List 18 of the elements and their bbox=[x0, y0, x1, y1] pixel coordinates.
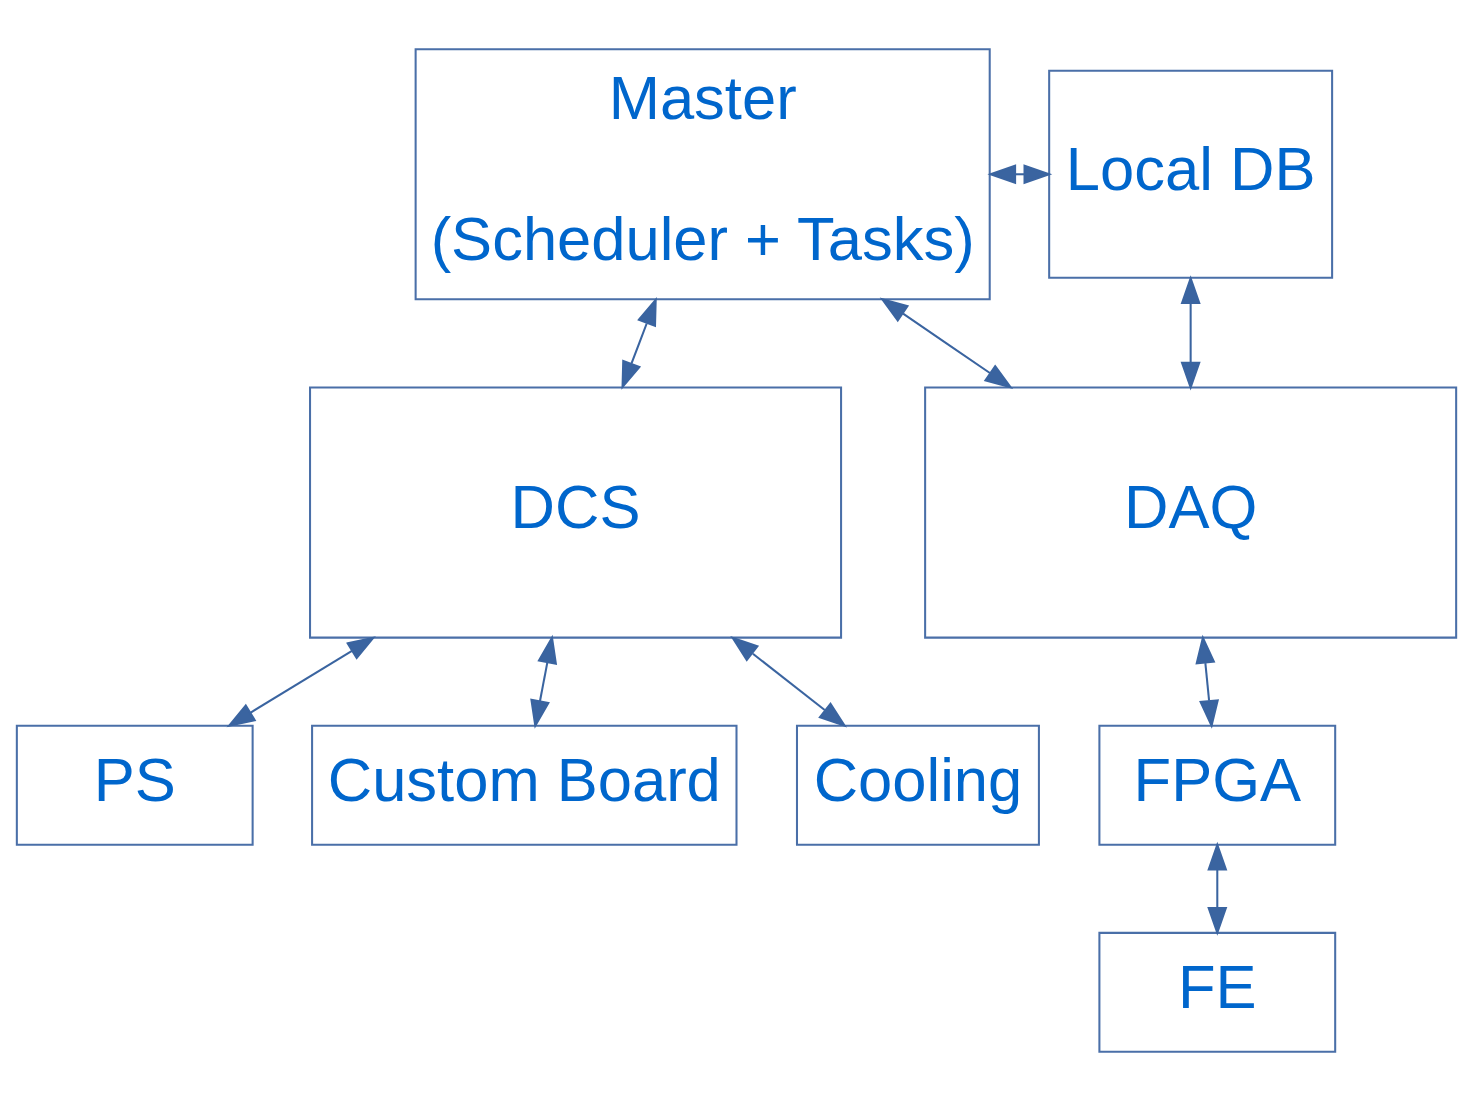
node-box: Custom Board bbox=[311, 724, 738, 846]
node-box: Master (Scheduler + Tasks) bbox=[414, 47, 991, 300]
node-box: Cooling bbox=[795, 724, 1040, 846]
arrow bbox=[1207, 841, 1228, 936]
node-box: Local DB bbox=[1048, 69, 1334, 279]
arrow bbox=[530, 634, 558, 729]
node-box: FPGA bbox=[1098, 724, 1337, 846]
arrow bbox=[879, 297, 1014, 389]
arrow bbox=[1180, 274, 1201, 390]
arrow bbox=[1195, 634, 1220, 729]
arrow bbox=[226, 635, 376, 727]
arrow bbox=[987, 163, 1053, 184]
node-box: PS bbox=[15, 724, 254, 846]
node-box: FE bbox=[1098, 931, 1337, 1053]
node-box: DAQ bbox=[924, 385, 1458, 639]
arrow bbox=[621, 296, 657, 390]
node-box: DCS bbox=[309, 385, 843, 639]
arrow bbox=[730, 635, 847, 728]
